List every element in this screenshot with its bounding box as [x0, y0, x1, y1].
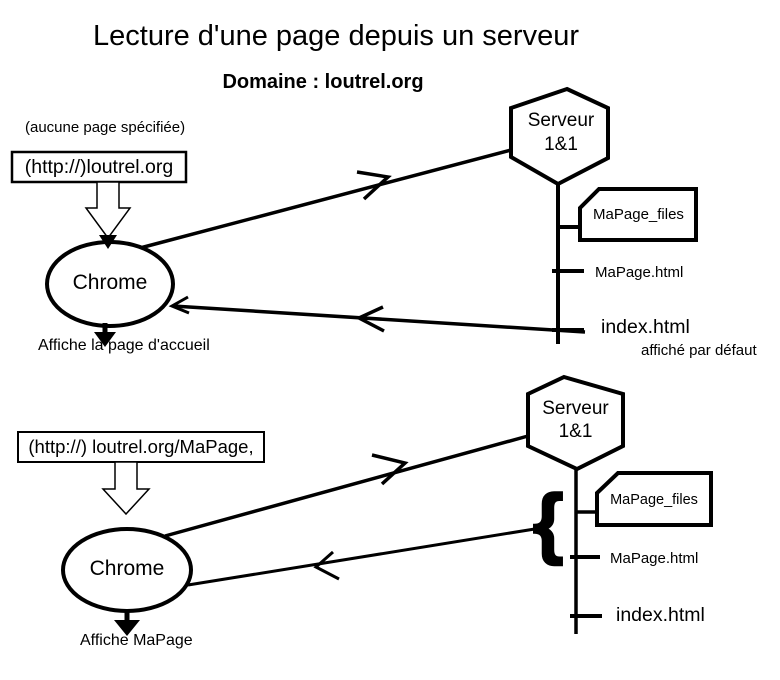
top-return-arrowhead-icon	[355, 305, 385, 333]
bottom-server-label-line2: 1&1	[558, 421, 593, 442]
top-index-default-note: affiché par défaut	[641, 342, 757, 359]
top-request-arrowhead-icon	[356, 170, 392, 201]
top-server-label-line1: Serveur	[527, 110, 595, 131]
top-hollow-arrow-tip-icon	[99, 235, 117, 249]
top-url-text: (http://)loutrel.org	[24, 156, 174, 178]
bottom-browser-label: Chrome	[89, 557, 165, 580]
bottom-url-box	[17, 431, 265, 463]
top-folder-label: MaPage_files	[593, 206, 684, 223]
bottom-url-text: (http://) loutrel.org/MaPage,	[28, 436, 254, 457]
bottom-server-hexagon	[526, 374, 625, 472]
bottom-folder-label: MaPage_files	[610, 492, 698, 508]
top-file-index-label: index.html	[601, 316, 690, 338]
bottom-server-label-line1: Serveur	[542, 398, 609, 419]
bottom-request-line	[164, 434, 529, 538]
top-url-box	[10, 150, 188, 184]
bottom-return-arrowhead-icon	[313, 550, 340, 581]
domain-subtitle: Domaine : loutrel.org	[222, 71, 424, 93]
bottom-result-label: Affiche MaPage	[80, 632, 193, 649]
page-title: Lecture d'une page depuis un serveur	[93, 20, 579, 52]
top-request-line	[139, 148, 512, 250]
group-brace-icon: {	[532, 477, 565, 568]
bottom-display-arrowhead-icon	[114, 620, 140, 636]
top-server-hexagon	[509, 86, 610, 187]
top-no-page-note: (aucune page spécifiée)	[25, 119, 186, 136]
top-return-line	[172, 304, 586, 334]
top-display-arrowhead-icon	[94, 332, 116, 347]
top-return-contact-arrowhead-icon	[168, 295, 190, 315]
bottom-hollow-arrow-icon	[101, 461, 151, 516]
top-folder-shape	[578, 187, 698, 242]
top-result-label: Affiche la page d'accueil	[38, 337, 210, 354]
bottom-return-line	[187, 526, 542, 587]
bottom-request-arrowhead-icon	[371, 453, 409, 486]
bottom-file-page-label: MaPage.html	[610, 550, 699, 567]
top-file-page-label: MaPage.html	[595, 264, 684, 281]
bottom-file-index-label: index.html	[616, 604, 705, 626]
top-browser-label: Chrome	[72, 271, 148, 294]
bottom-folder-shape	[595, 471, 713, 527]
top-server-label-line2: 1&1	[544, 134, 578, 155]
top-hollow-arrow-icon	[84, 181, 132, 240]
